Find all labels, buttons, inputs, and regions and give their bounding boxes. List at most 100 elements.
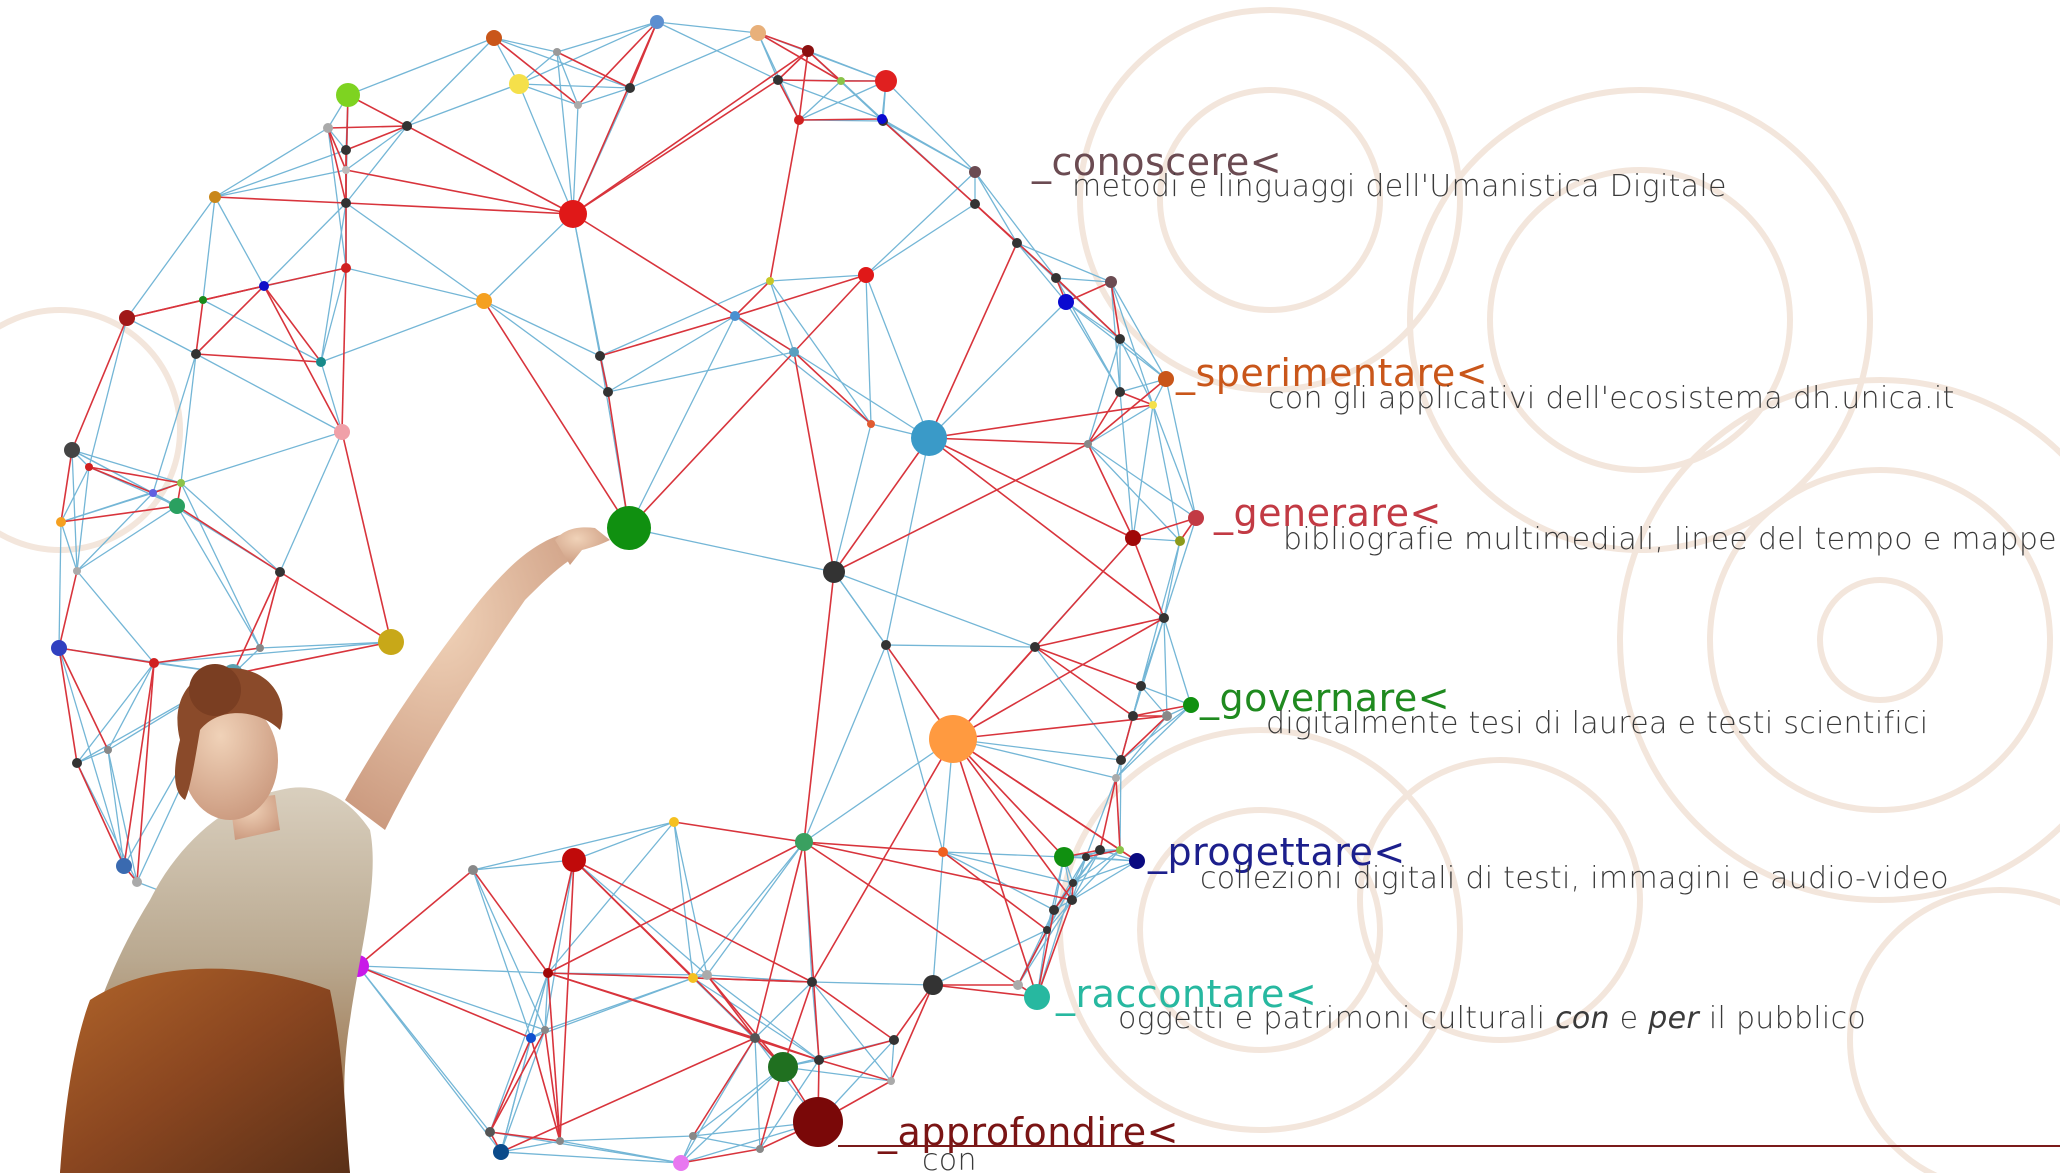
network-node xyxy=(526,1033,536,1043)
network-edge xyxy=(279,431,343,573)
network-edge xyxy=(607,391,630,529)
network-edge xyxy=(1115,704,1192,779)
network-edge xyxy=(628,527,835,573)
network-edge xyxy=(58,647,125,867)
network-node xyxy=(1049,905,1059,915)
network-node xyxy=(116,858,132,874)
network-node xyxy=(559,200,587,228)
network-node xyxy=(689,1132,697,1140)
network-node xyxy=(929,715,977,763)
network-edge xyxy=(556,51,579,106)
network-node xyxy=(574,101,582,109)
desc-raccontare-part2: con xyxy=(1555,1001,1610,1036)
network-edge xyxy=(928,301,1067,439)
network-edge xyxy=(1087,443,1181,542)
network-node xyxy=(702,970,712,980)
network-node xyxy=(1129,853,1145,869)
network-edge xyxy=(176,505,281,573)
network-edge xyxy=(1132,404,1154,539)
network-edge xyxy=(777,50,809,81)
network-edge xyxy=(357,965,549,974)
network-edge xyxy=(493,37,558,53)
network-node xyxy=(1012,238,1022,248)
network-edge xyxy=(76,492,154,572)
network-edge xyxy=(202,299,322,363)
network-edge xyxy=(803,644,887,843)
network-node xyxy=(789,347,799,357)
network-node xyxy=(814,1055,824,1065)
network-node xyxy=(795,833,813,851)
network-edge xyxy=(769,274,867,282)
network-edge xyxy=(1087,404,1154,445)
network-node xyxy=(1030,642,1040,652)
network-edge xyxy=(782,1066,892,1082)
network-edge xyxy=(1087,391,1121,445)
network-edge xyxy=(195,353,322,363)
network-edge xyxy=(754,1037,761,1150)
network-edge xyxy=(345,202,574,215)
network-edge xyxy=(573,859,813,983)
network-edge xyxy=(673,821,708,976)
network-edge xyxy=(180,431,343,484)
network-node xyxy=(1013,980,1023,990)
network-node xyxy=(334,424,350,440)
network-edge xyxy=(126,317,197,355)
network-edge xyxy=(572,213,795,353)
network-node xyxy=(1116,755,1126,765)
network-edge xyxy=(680,1066,784,1164)
network-edge xyxy=(1119,391,1154,406)
network-node xyxy=(191,349,201,359)
network-edge xyxy=(76,662,155,764)
network-edge xyxy=(882,120,976,205)
network-edge xyxy=(214,149,347,198)
network-edge xyxy=(1034,646,1122,761)
network-edge xyxy=(1120,715,1134,761)
network-edge xyxy=(629,32,759,89)
network-edge xyxy=(1087,378,1167,445)
network-edge xyxy=(798,80,887,121)
network-edge xyxy=(518,83,579,106)
network-edge xyxy=(818,1039,895,1061)
network-edge xyxy=(833,437,930,573)
network-node xyxy=(766,277,774,285)
network-edge xyxy=(493,37,579,106)
network-edge xyxy=(734,274,867,317)
network-node xyxy=(1128,711,1138,721)
network-edge xyxy=(406,125,574,215)
network-edge xyxy=(952,738,1073,901)
network-edge xyxy=(107,662,155,751)
network-edge xyxy=(327,127,347,171)
network-edge xyxy=(793,351,930,439)
network-edge xyxy=(483,300,601,357)
desc-sperimentare: con gli applicativi dell'ecosistema dh.u… xyxy=(1268,381,1955,416)
network-node xyxy=(209,191,221,203)
network-edge xyxy=(500,1151,682,1164)
network-node xyxy=(793,1097,843,1147)
network-edge xyxy=(885,437,930,646)
network-node xyxy=(887,1077,895,1085)
network-edge xyxy=(833,571,1036,648)
network-edge xyxy=(214,127,329,198)
network-edge xyxy=(500,1029,546,1153)
network-node xyxy=(1115,387,1125,397)
network-edge xyxy=(680,1148,761,1164)
network-edge xyxy=(974,171,1057,279)
network-edge xyxy=(60,505,178,523)
network-edge xyxy=(489,1037,532,1133)
network-edge xyxy=(577,21,658,106)
network-node xyxy=(603,387,613,397)
network-edge xyxy=(1036,909,1055,998)
network-node xyxy=(342,166,350,174)
network-node xyxy=(104,746,112,754)
network-edge xyxy=(1163,540,1181,619)
network-node xyxy=(1054,847,1074,867)
network-edge xyxy=(259,571,281,649)
network-node xyxy=(169,498,185,514)
network-edge xyxy=(472,869,549,974)
network-edge xyxy=(500,1037,756,1153)
network-edge xyxy=(833,443,1089,573)
network-edge xyxy=(1163,617,1192,706)
term-generare: _generare< xyxy=(1214,491,1442,535)
